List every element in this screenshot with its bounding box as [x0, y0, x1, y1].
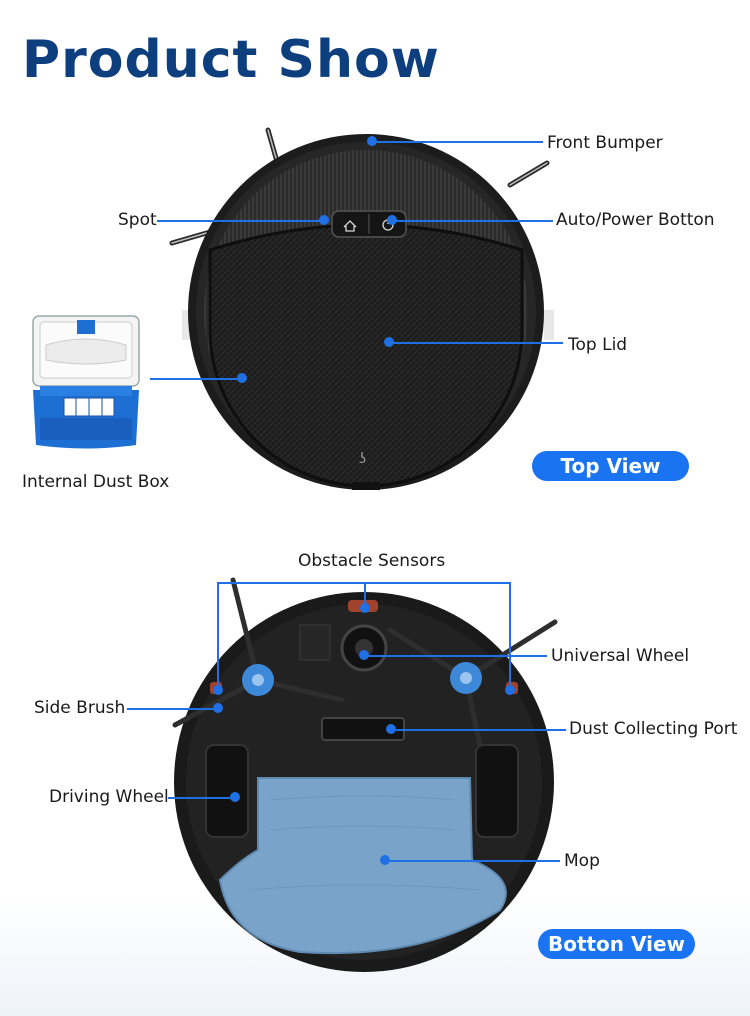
spot-label: Spot: [118, 210, 157, 230]
side-brush-marker: [213, 703, 223, 713]
auto-power-leader: [396, 220, 553, 222]
driving-wheel-label: Driving Wheel: [49, 787, 169, 807]
obstacle-sensor-left-marker: [213, 685, 223, 695]
top-lid-marker: [384, 337, 394, 347]
mop-label: Mop: [564, 851, 600, 871]
side-brush-label: Side Brush: [34, 698, 126, 718]
bottom-view-badge: Botton View: [538, 929, 695, 959]
driving-wheel-marker: [230, 792, 240, 802]
obstacle-sensors-bracket-left: [217, 582, 219, 690]
top-lid-leader: [393, 342, 563, 344]
internal-dust-box-label: Internal Dust Box: [22, 472, 170, 492]
front-bumper-leader: [377, 141, 543, 143]
universal-wheel-marker: [359, 650, 369, 660]
robot-bottom-view-image: [172, 577, 558, 972]
dust-port-marker: [386, 724, 396, 734]
spot-marker: [319, 215, 329, 225]
svg-text:ʖ: ʖ: [359, 451, 366, 467]
universal-wheel-leader: [369, 655, 547, 657]
obstacle-sensor-center-marker: [360, 603, 370, 613]
mop-marker: [380, 855, 390, 865]
auto-power-marker: [387, 215, 397, 225]
universal-wheel-label: Universal Wheel: [551, 646, 690, 666]
obstacle-sensors-label: Obstacle Sensors: [298, 551, 446, 571]
page-title: Product Show: [22, 30, 440, 90]
obstacle-sensors-bracket-right: [509, 582, 511, 690]
robot-top-view-image: ʖ: [32, 127, 554, 490]
auto-power-label: Auto/Power Botton: [556, 210, 715, 230]
top-view-badge: Top View: [532, 451, 689, 481]
driving-wheel-leader: [168, 797, 230, 799]
dust-collecting-port-label: Dust Collecting Port: [569, 719, 738, 739]
obstacle-sensor-right-marker: [505, 685, 515, 695]
dust-port-leader: [396, 729, 566, 731]
spot-leader: [157, 220, 323, 222]
dust-box-leader: [150, 378, 238, 380]
mop-leader: [390, 860, 560, 862]
front-bumper-label: Front Bumper: [547, 133, 663, 153]
obstacle-sensors-bracket-center: [364, 582, 366, 608]
top-lid-label: Top Lid: [568, 335, 628, 355]
front-bumper-marker: [367, 136, 377, 146]
dust-box-marker: [237, 373, 247, 383]
side-brush-leader: [127, 708, 215, 710]
obstacle-sensors-bracket-top: [217, 582, 510, 584]
